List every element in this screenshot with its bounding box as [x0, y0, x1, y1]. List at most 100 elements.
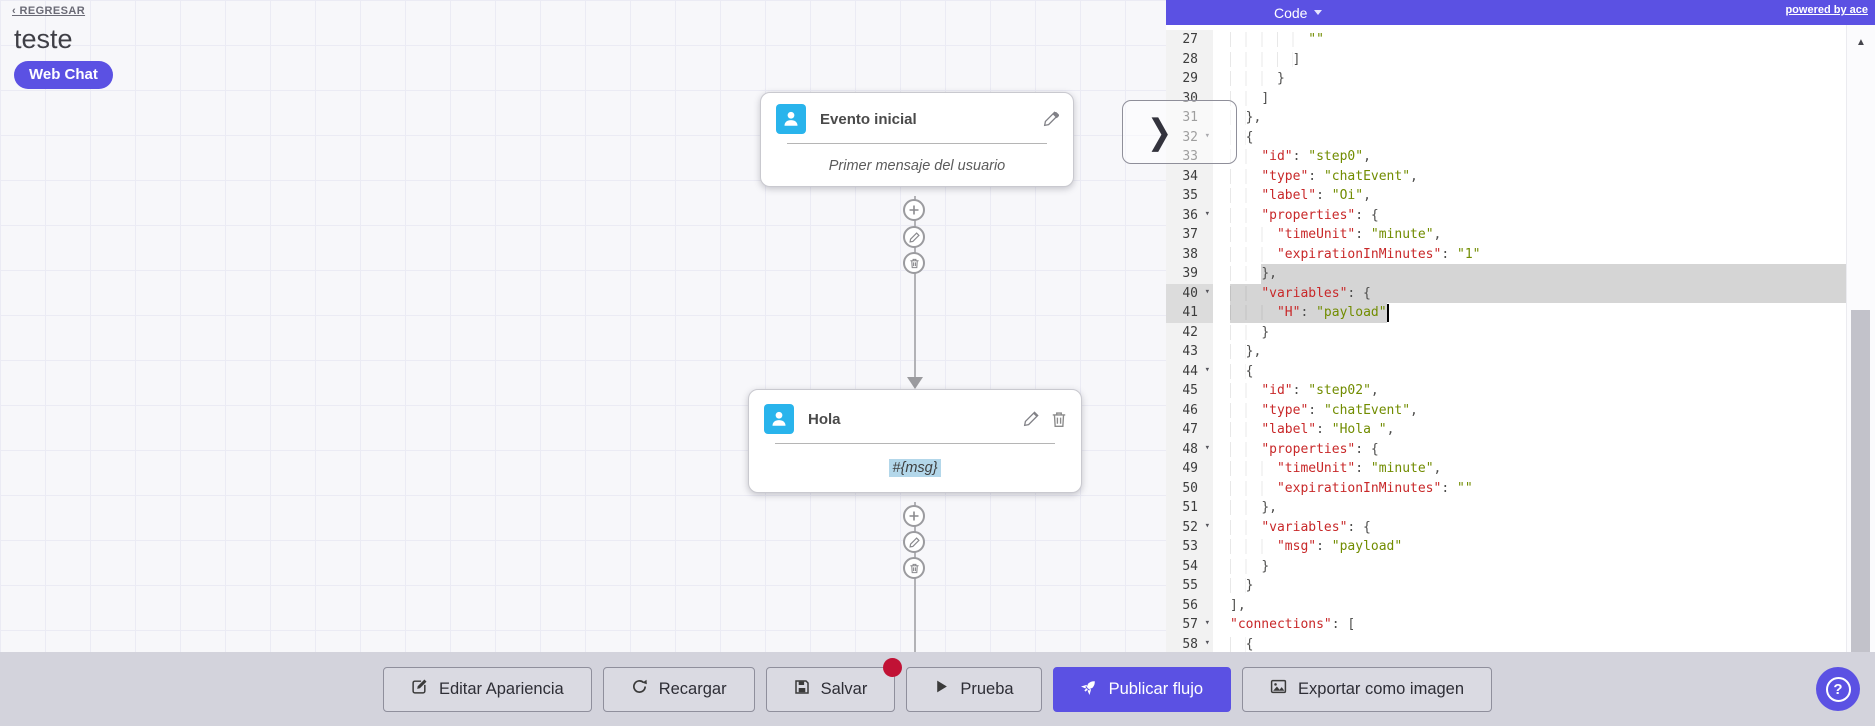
code-line[interactable]: 33 "id": "step0",: [1166, 147, 1846, 167]
code-text[interactable]: "msg": "payload": [1213, 537, 1846, 557]
code-text[interactable]: "timeUnit": "minute",: [1213, 459, 1846, 479]
edit-node-icon[interactable]: [1022, 410, 1039, 428]
scrollbar-thumb[interactable]: [1851, 310, 1870, 652]
code-text[interactable]: {: [1213, 128, 1846, 148]
code-text[interactable]: "variables": {: [1213, 518, 1846, 538]
code-line[interactable]: 47 "label": "Hola ",: [1166, 420, 1846, 440]
code-text[interactable]: "connections": [: [1230, 617, 1356, 632]
gutter-cell[interactable]: 52▾: [1166, 517, 1213, 537]
code-text[interactable]: "label": "Hola ",: [1213, 420, 1846, 440]
code-line[interactable]: 56],: [1166, 595, 1846, 615]
gutter-cell[interactable]: 40▾: [1166, 283, 1213, 303]
publish-flow-button[interactable]: Publicar flujo: [1052, 666, 1232, 712]
gutter-cell[interactable]: 39: [1166, 264, 1213, 284]
gutter-cell[interactable]: 46: [1166, 400, 1213, 420]
code-line[interactable]: 54 }: [1166, 556, 1846, 576]
gutter-cell[interactable]: 28: [1166, 49, 1213, 69]
gutter-cell[interactable]: 51: [1166, 498, 1213, 518]
code-text[interactable]: "properties": {: [1213, 440, 1846, 460]
code-line[interactable]: 31 },: [1166, 108, 1846, 128]
code-line[interactable]: 39 },: [1166, 264, 1846, 284]
gutter-cell[interactable]: 43: [1166, 342, 1213, 362]
test-button[interactable]: Prueba: [906, 666, 1042, 712]
code-text[interactable]: "type": "chatEvent",: [1213, 401, 1846, 421]
help-button[interactable]: ?: [1816, 667, 1860, 711]
code-text[interactable]: }: [1213, 69, 1846, 89]
gutter-cell[interactable]: 45: [1166, 381, 1213, 401]
editor-scrollbar[interactable]: ▲: [1846, 25, 1875, 652]
gutter-cell[interactable]: 36▾: [1166, 205, 1213, 225]
scroll-up-icon[interactable]: ▲: [1856, 37, 1866, 48]
reload-button[interactable]: Recargar: [602, 666, 755, 712]
delete-node-icon[interactable]: [1051, 411, 1067, 428]
code-line[interactable]: 42 }: [1166, 322, 1846, 343]
code-line[interactable]: 41 "H": "payload": [1166, 303, 1846, 323]
fold-arrow-icon[interactable]: ▾: [1204, 208, 1210, 219]
gutter-cell[interactable]: 56: [1166, 595, 1213, 615]
code-line[interactable]: 45 "id": "step02",: [1166, 381, 1846, 401]
code-lines[interactable]: 27 ""28 ]29 }30 ]31 },32▾ {33 "id": "ste…: [1166, 25, 1846, 652]
fold-arrow-icon[interactable]: ▾: [1204, 286, 1210, 297]
gutter-cell[interactable]: 41: [1166, 303, 1213, 323]
node-hola[interactable]: Hola #{msg}: [748, 389, 1082, 493]
gutter-cell[interactable]: 38: [1166, 244, 1213, 264]
gutter-cell[interactable]: 44▾: [1166, 361, 1213, 381]
code-text[interactable]: ]: [1213, 50, 1846, 70]
fold-arrow-icon[interactable]: ▾: [1204, 618, 1210, 628]
back-link[interactable]: ‹ REGRESAR: [12, 5, 86, 17]
fold-arrow-icon[interactable]: ▾: [1204, 637, 1210, 648]
add-step-button[interactable]: [903, 199, 925, 221]
code-text[interactable]: "": [1213, 30, 1846, 50]
code-text[interactable]: "timeUnit": "minute",: [1213, 225, 1846, 245]
gutter-cell[interactable]: 42: [1166, 322, 1213, 342]
code-line[interactable]: 32▾ {: [1166, 127, 1846, 148]
code-text[interactable]: "expirationInMinutes": "1": [1213, 245, 1846, 265]
gutter-cell[interactable]: 55: [1166, 576, 1213, 596]
code-line[interactable]: 49 "timeUnit": "minute",: [1166, 459, 1846, 479]
code-line[interactable]: 44▾ {: [1166, 361, 1846, 382]
code-line[interactable]: 50 "expirationInMinutes": "": [1166, 478, 1846, 499]
delete-step-button[interactable]: [903, 252, 925, 274]
code-text[interactable]: "id": "step0",: [1213, 147, 1846, 167]
code-text[interactable]: "H": "payload": [1213, 303, 1846, 323]
code-text[interactable]: {: [1213, 362, 1846, 382]
gutter-cell[interactable]: 58▾: [1166, 634, 1213, 652]
edit-step-button[interactable]: [903, 531, 925, 553]
code-line[interactable]: 52▾ "variables": {: [1166, 517, 1846, 538]
code-line[interactable]: 55 }: [1166, 576, 1846, 596]
gutter-cell[interactable]: 54: [1166, 556, 1213, 576]
export-image-button[interactable]: Exportar como imagen: [1242, 666, 1493, 712]
code-text[interactable]: ],: [1230, 597, 1246, 613]
edit-appearance-button[interactable]: Editar Apariencia: [382, 666, 592, 712]
code-line[interactable]: 27 "": [1166, 30, 1846, 50]
code-text[interactable]: },: [1213, 342, 1846, 362]
code-text[interactable]: },: [1213, 498, 1846, 518]
code-line[interactable]: 34 "type": "chatEvent",: [1166, 166, 1846, 187]
gutter-cell[interactable]: 27: [1166, 30, 1213, 50]
gutter-cell[interactable]: 37: [1166, 225, 1213, 245]
delete-step-button[interactable]: [903, 557, 925, 579]
code-text[interactable]: "id": "step02",: [1213, 381, 1846, 401]
gutter-cell[interactable]: 53: [1166, 537, 1213, 557]
gutter-cell[interactable]: 49: [1166, 459, 1213, 479]
code-text[interactable]: }: [1213, 323, 1846, 343]
code-line[interactable]: 40▾ "variables": {: [1166, 283, 1846, 303]
code-line[interactable]: 29 }: [1166, 69, 1846, 89]
collapse-editor-button[interactable]: ❯: [1122, 100, 1237, 164]
gutter-cell[interactable]: 50: [1166, 478, 1213, 498]
code-line[interactable]: 30 ]: [1166, 88, 1846, 108]
gutter-cell[interactable]: 48▾: [1166, 439, 1213, 459]
gutter-cell[interactable]: 57▾: [1166, 615, 1213, 635]
code-text[interactable]: "label": "Oi",: [1213, 186, 1846, 206]
code-text[interactable]: "type": "chatEvent",: [1213, 167, 1846, 187]
code-text[interactable]: "variables": {: [1213, 283, 1846, 303]
code-text[interactable]: "expirationInMinutes": "": [1213, 479, 1846, 499]
code-line[interactable]: 28 ]: [1166, 49, 1846, 70]
gutter-cell[interactable]: 47: [1166, 420, 1213, 440]
gutter-cell[interactable]: 35: [1166, 186, 1213, 206]
code-line[interactable]: 57▾ "connections": [: [1166, 615, 1846, 635]
gutter-cell[interactable]: 29: [1166, 69, 1213, 89]
edit-step-button[interactable]: [903, 226, 925, 248]
code-text[interactable]: },: [1213, 264, 1846, 284]
code-text[interactable]: },: [1213, 108, 1846, 128]
